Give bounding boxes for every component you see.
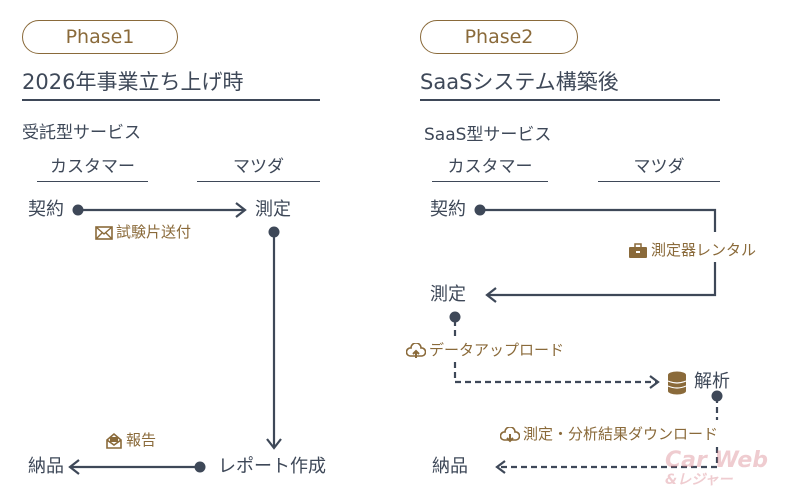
report-text: 報告	[126, 431, 157, 449]
phase2-title-rule	[420, 99, 720, 101]
phase1-col-customer: カスタマー	[37, 152, 148, 182]
phase1-node-deliver: 納品	[28, 456, 64, 477]
watermark-logo: Car Web&レジャー	[665, 448, 769, 488]
phase1-label-send-sample: 試験片送付	[95, 223, 191, 241]
cloud-upload-icon	[406, 342, 426, 358]
rental-text: 測定器レンタル	[651, 241, 757, 259]
p1-dot-contract	[72, 204, 84, 216]
send-sample-text: 試験片送付	[116, 223, 192, 241]
cloud-download-icon	[500, 426, 520, 442]
p2-dot-analysis	[711, 390, 723, 402]
phase2-col-mazda: マツダ	[598, 152, 720, 182]
phase2-service: SaaS型サービス	[424, 125, 552, 145]
phase1-col-mazda: マツダ	[197, 152, 320, 182]
phase2-node-analysis: 解析	[694, 371, 730, 392]
p2-dot-measure	[449, 311, 461, 323]
p2-arrow-download	[497, 447, 719, 469]
phase1-title: 2026年事業立ち上げ時	[22, 70, 244, 94]
phase2-title: SaaSシステム構築後	[420, 70, 619, 94]
download-text: 測定・分析結果ダウンロード	[523, 425, 719, 443]
phase2-label-download: 測定・分析結果ダウンロード	[500, 423, 719, 445]
briefcase-icon	[629, 242, 647, 258]
phase2-label-upload: データアップロード	[406, 341, 564, 359]
phase2-pill: Phase2	[420, 20, 578, 54]
phase1-title-rule	[22, 99, 320, 101]
phase1-label-report: 報告	[105, 431, 156, 450]
upload-text: データアップロード	[429, 341, 565, 359]
p1-dot-measure	[268, 226, 280, 238]
p2-dot-contract	[474, 204, 486, 216]
phase1-node-contract: 契約	[28, 199, 64, 220]
phase1-pill: Phase1	[22, 20, 178, 54]
p2-arrow-contract-measure	[480, 208, 717, 297]
phase2-col-customer: カスタマー	[432, 152, 548, 182]
phase1-node-report-make: レポート作成	[218, 456, 326, 477]
p1-dot-report	[194, 461, 206, 473]
p2-arrow-upload	[453, 362, 658, 384]
phase2-node-measure: 測定	[430, 284, 466, 305]
envelope-icon	[95, 225, 113, 240]
phase2-label-rental: 測定器レンタル	[628, 239, 757, 261]
database-icon	[667, 371, 687, 399]
mail-open-icon	[106, 432, 122, 449]
phase2-node-deliver: 納品	[432, 456, 468, 477]
phase1-service: 受託型サービス	[22, 123, 141, 143]
phase1-node-measure: 測定	[255, 199, 291, 220]
phase2-node-contract: 契約	[430, 199, 466, 220]
